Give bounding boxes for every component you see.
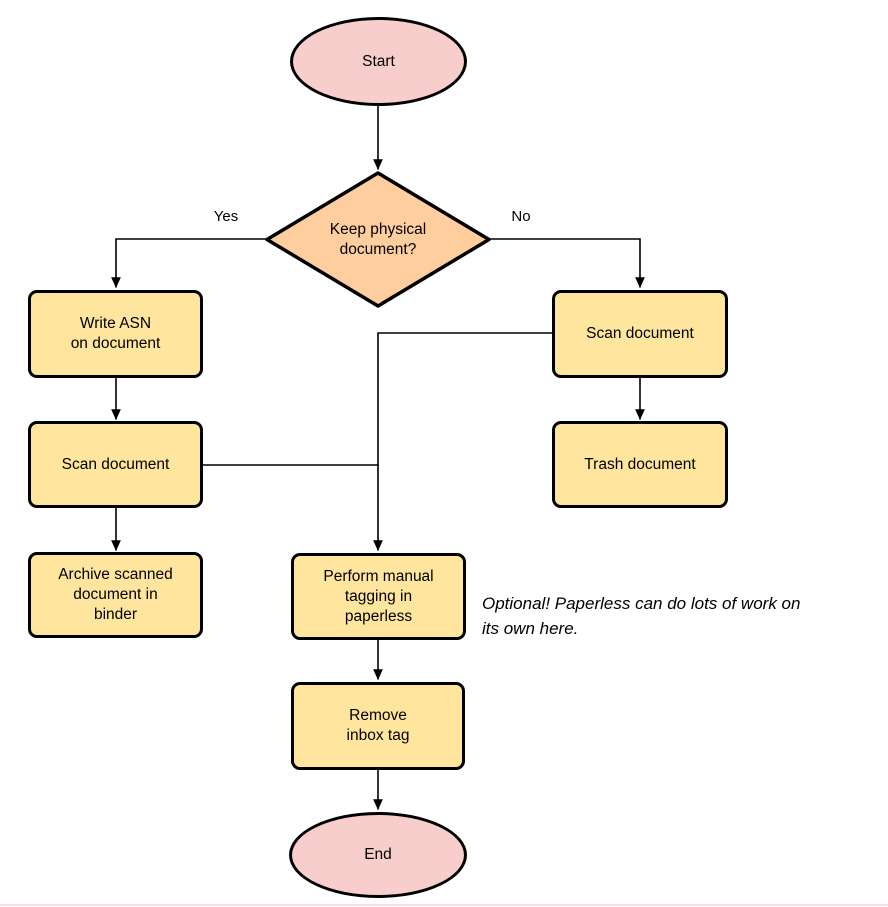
process-remove-inbox-tag: Remove inbox tag (291, 682, 465, 770)
process-archive-in-binder: Archive scanned document in binder (28, 552, 203, 638)
bottom-hairline (0, 904, 888, 906)
edge-label-yes: Yes (213, 208, 239, 225)
process-manual-tagging: Perform manual tagging in paperless (291, 553, 466, 640)
process-scan-document-left: Scan document (28, 421, 203, 508)
process-write-asn: Write ASN on document (28, 290, 203, 378)
end-node: End (289, 812, 467, 898)
decision-keep-physical-shape (265, 171, 491, 308)
process-trash-document: Trash document (552, 421, 728, 508)
edge-scan-right-to-tagging (373, 332, 553, 552)
start-node: Start (290, 17, 467, 106)
decision-keep-physical-label: Keep physical document? (329, 221, 427, 258)
process-scan-document-right: Scan document (552, 290, 728, 378)
edge-decision-yes-to-write-asn (111, 238, 266, 289)
optional-note-text: Optional! Paperless can do lots of work … (482, 594, 801, 638)
edge-decision-no-to-scan-right (490, 238, 645, 289)
edge-label-no: No (511, 208, 531, 225)
